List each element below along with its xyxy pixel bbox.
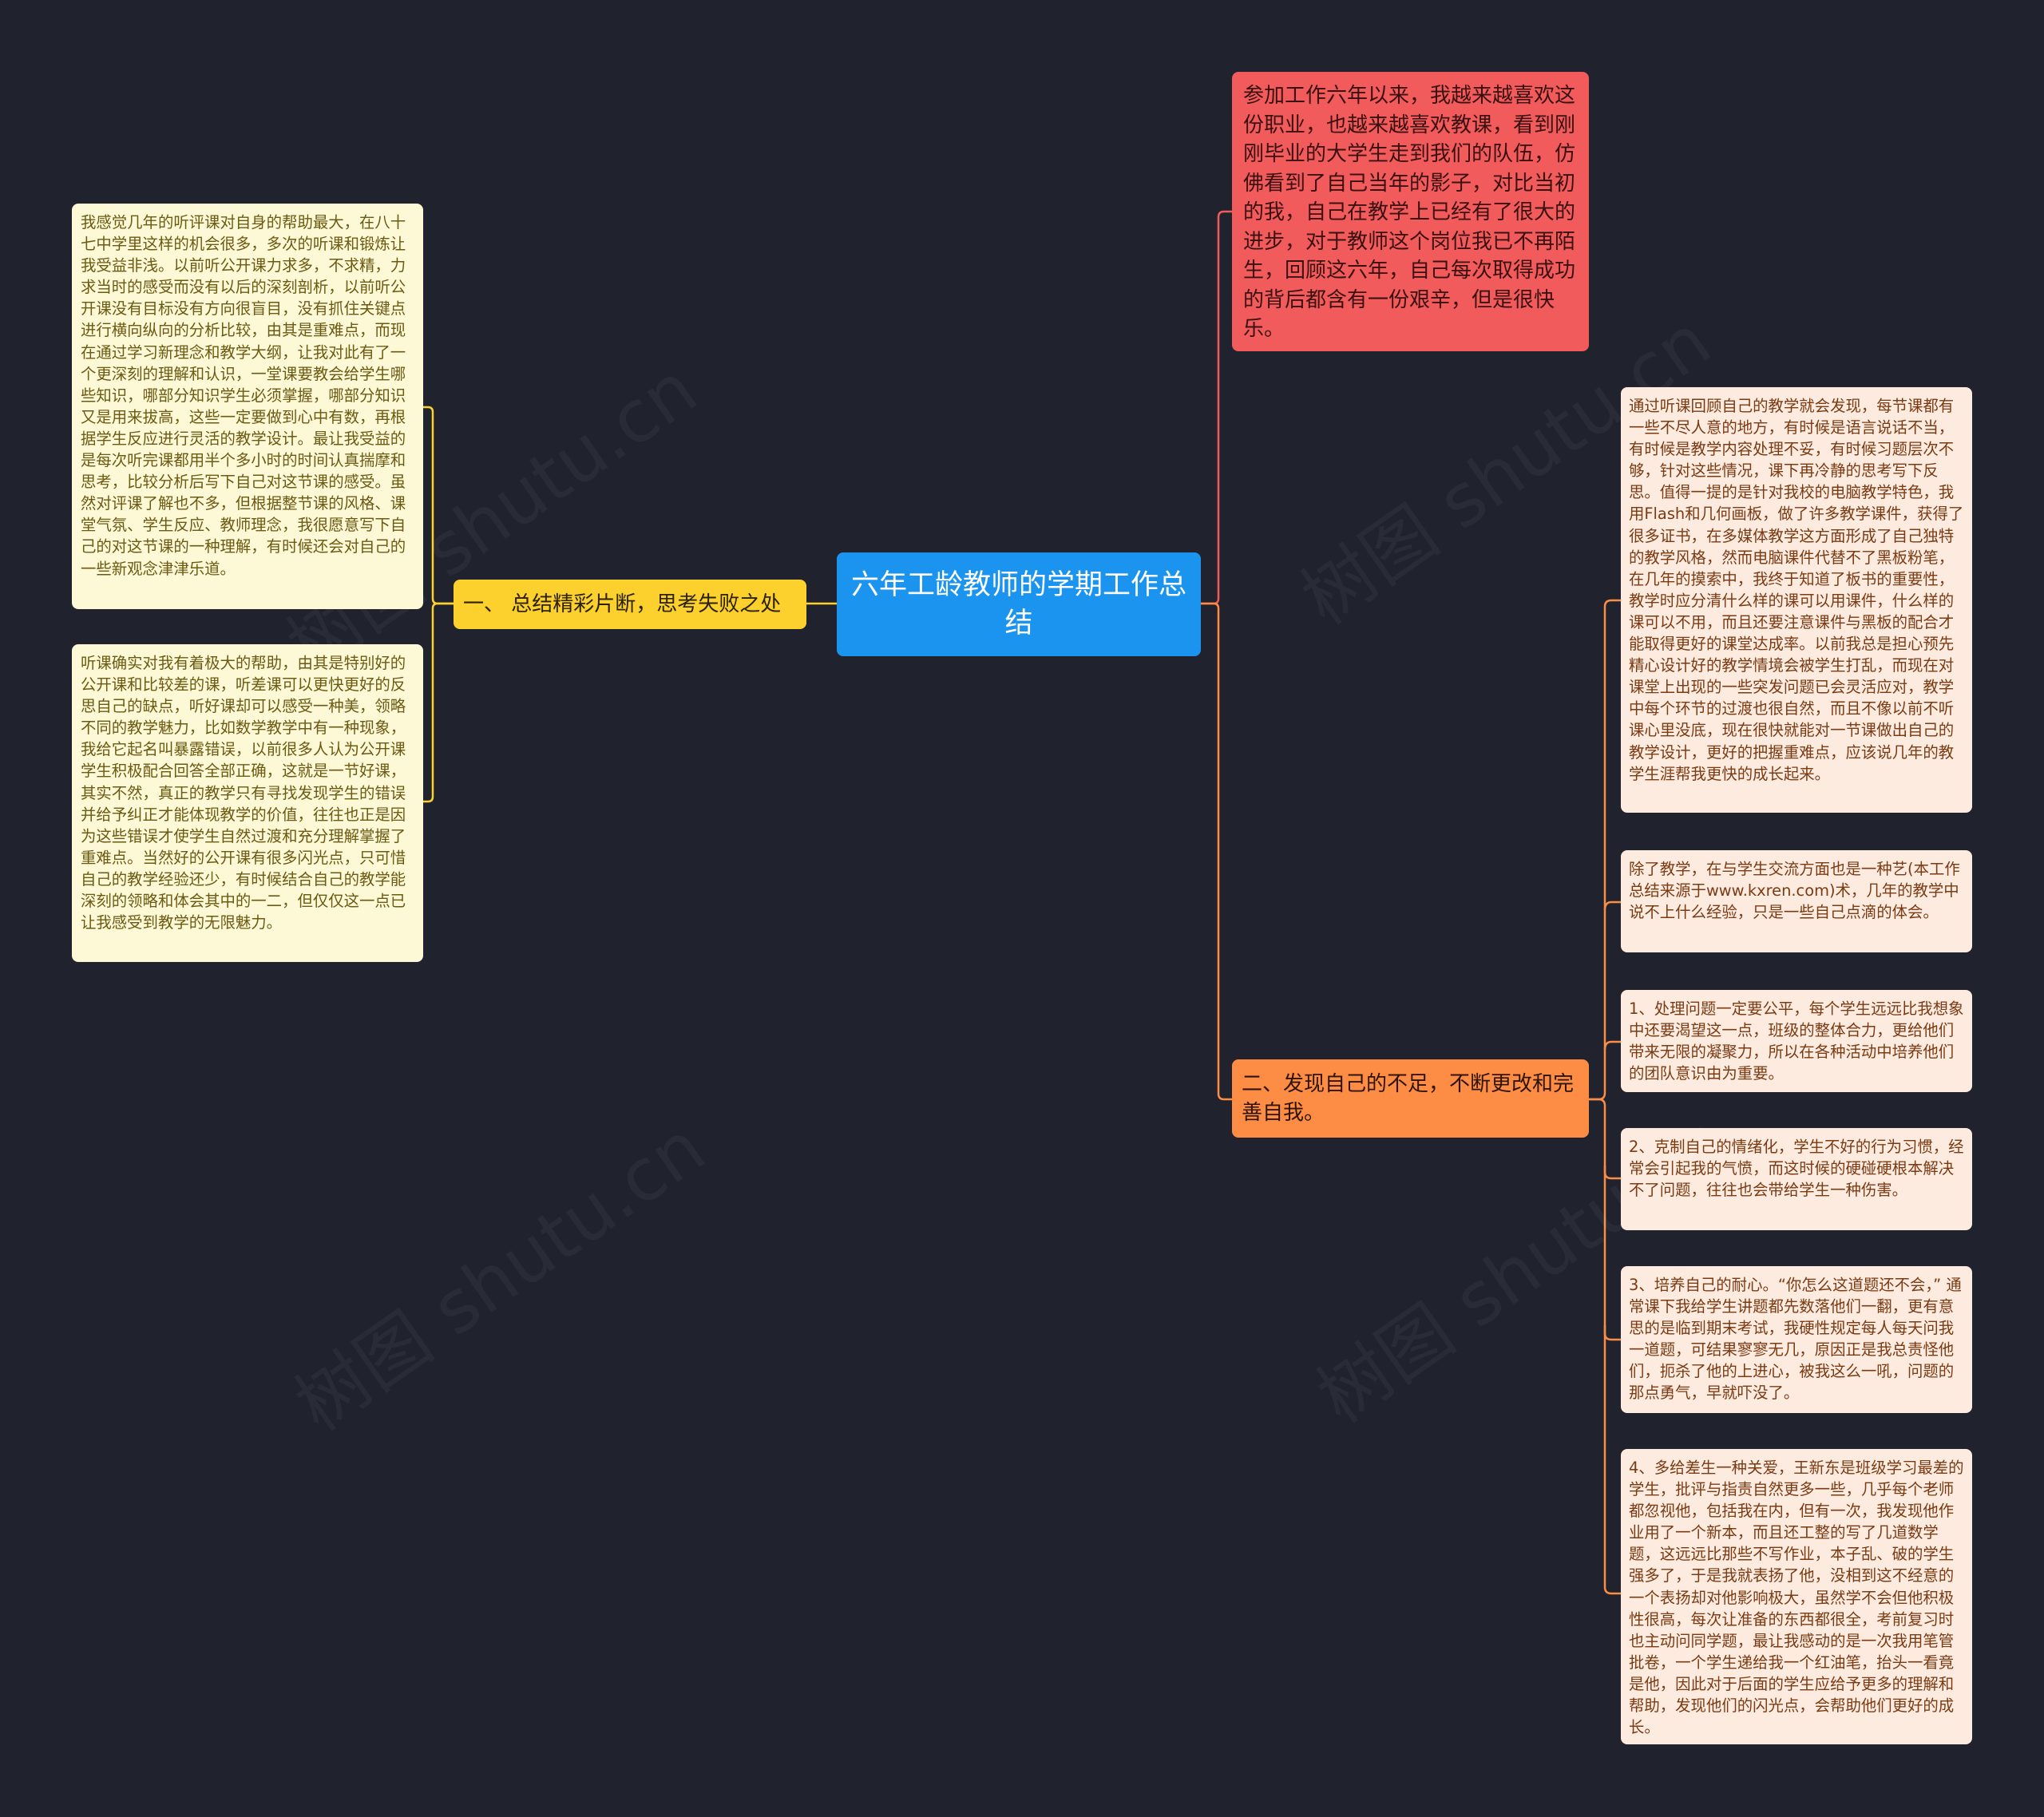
central-topic-label: 六年工龄教师的学期工作总结 xyxy=(851,569,1187,639)
link-central-intro xyxy=(1201,210,1232,605)
branch-improve-label: 二、发现自己的不足，不断更改和完善自我。 xyxy=(1242,1072,1575,1125)
intro-node[interactable]: 参加工作六年以来，我越来越喜欢这份职业，也越来越喜欢教课，看到刚刚毕业的大学生走… xyxy=(1232,72,1589,351)
branch-summary-label: 一、 总结精彩片断，思考失败之处 xyxy=(463,592,782,616)
link-branch1-leaf1 xyxy=(423,406,454,605)
leaf-patience[interactable]: 3、培养自己的耐心。“你怎么这道题还不会，” 通常课下我给学生讲题都先数落他们一… xyxy=(1621,1266,1972,1413)
link-branch2-leaf1 xyxy=(1589,599,1621,1101)
leaf-care-weak-students[interactable]: 4、多给差生一种关爱，王新东是班级学习最差的学生，批评与指责自然更多一些，几乎每… xyxy=(1621,1449,1972,1744)
link-branch2-leaf5 xyxy=(1603,1166,1621,1341)
leaf-listening-help[interactable]: 我感觉几年的听评课对自身的帮助最大，在八十七中学里这样的机会很多，多次的听课和锻… xyxy=(72,204,423,609)
link-branch1-leaf2 xyxy=(423,602,454,803)
branch-summary[interactable]: 一、 总结精彩片断，思考失败之处 xyxy=(454,580,806,629)
leaf-emotion-control[interactable]: 2、克制自己的情绪化，学生不好的行为习惯，经常会引起我的气愤，而这时候的硬碰硬根… xyxy=(1621,1128,1972,1230)
leaf-fairness[interactable]: 1、处理问题一定要公平，每个学生远远比我想象中还要渴望这一点，班级的整体合力，更… xyxy=(1621,990,1972,1092)
leaf-communication[interactable]: 除了教学，在与学生交流方面也是一种艺(本工作总结来源于www.kxren.com… xyxy=(1621,850,1972,952)
leaf-listening-value[interactable]: 听课确实对我有着极大的帮助，由其是特别好的公开课和比较差的课，听差课可以更快更好… xyxy=(72,644,423,962)
central-topic[interactable]: 六年工龄教师的学期工作总结 xyxy=(837,552,1201,656)
link-branch2-leaf2 xyxy=(1603,901,1621,911)
branch-improve[interactable]: 二、发现自己的不足，不断更改和完善自我。 xyxy=(1232,1059,1589,1138)
link-branch2-leaf4 xyxy=(1589,1098,1621,1180)
leaf-reflection[interactable]: 通过听课回顾自己的教学就会发现，每节课都有一些不尽人意的地方，有时候是语言说话不… xyxy=(1621,387,1972,813)
link-central-branch2 xyxy=(1201,602,1232,1101)
link-branch2-leaf3 xyxy=(1603,1040,1621,1051)
link-branch2-leaf6 xyxy=(1603,1325,1621,1595)
